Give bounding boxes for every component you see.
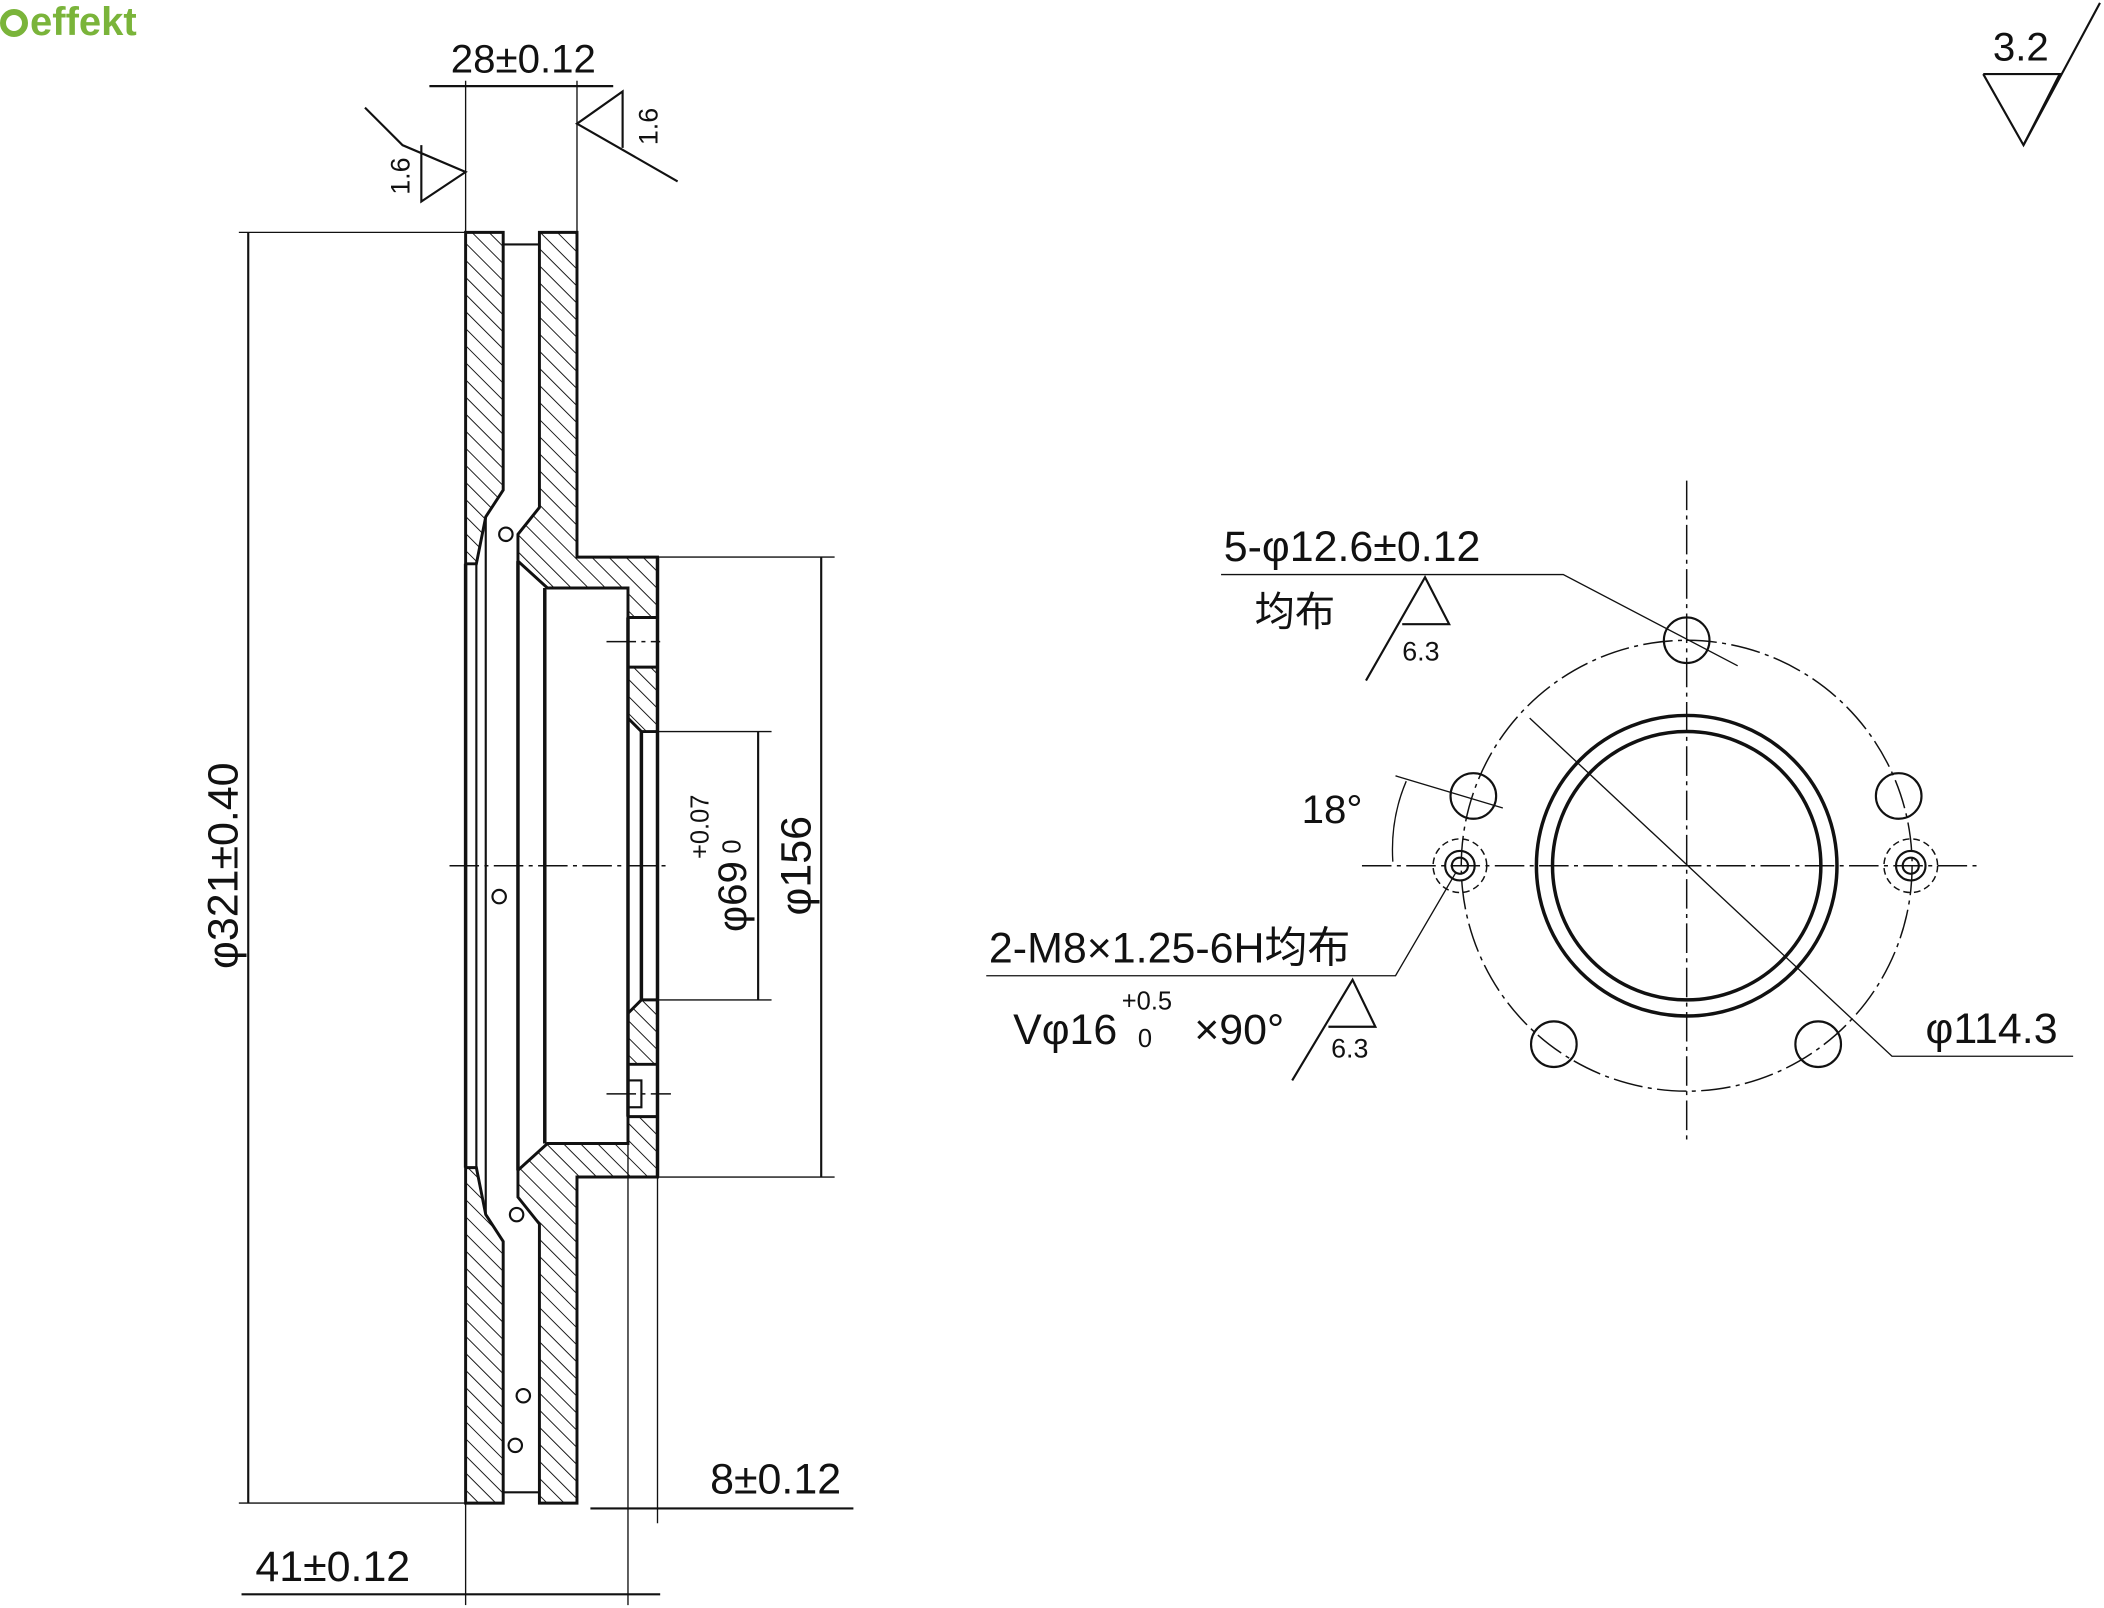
hub-offset-dimension: 8±0.12 [710,1456,841,1504]
holes-note: 均布 [1255,590,1336,635]
thread-callout: 2-M8×1.25-6H均布 [989,924,1350,972]
hub-upper [516,230,659,619]
roughness-left: 1.6 [385,158,415,195]
outer-diameter-dimension: φ321±0.40 [200,762,248,969]
thread-roughness: 6.3 [1331,1034,1368,1064]
section-view: 28±0.12 1.6 1.6 φ321±0.40 φ156 φ69 +0.07… [200,37,854,1606]
general-roughness-value: 3.2 [1993,25,2049,70]
left-plate-lower [464,1166,505,1505]
bore-diameter-dimension: φ69 [710,861,755,932]
mounting-holes [1449,616,1923,1069]
holes-callout: 5-φ12.6±0.12 [1224,523,1481,571]
logo-text: effekt [30,0,137,44]
hub-lower [516,1115,659,1505]
pcd-dimension: φ114.3 [1926,1005,2058,1053]
logo-icon [0,8,28,37]
bore-circle [1550,729,1823,1002]
roughness-right: 1.6 [634,108,664,145]
overall-height-dimension: 41±0.12 [255,1543,410,1591]
angle-dimension: 18° [1302,787,1363,832]
hub-outer-circle [1534,713,1839,1018]
pitch-circle [1460,639,1913,1092]
bore-tolerance-upper: +0.07 [686,795,714,859]
countersink-tol-upper: +0.5 [1122,987,1172,1015]
bore-tolerance-lower: 0 [719,839,747,853]
holes-roughness: 6.3 [1402,636,1439,666]
countersink-tol-lower: 0 [1138,1025,1152,1053]
bore-wall-upper [626,665,659,734]
countersink-diameter: Vφ16 [1013,1006,1117,1054]
plan-view: 5-φ12.6±0.12 均布 6.3 18° 2-M8×1.25-6H均布 V… [986,480,2074,1144]
bore-wall-lower [626,998,659,1066]
countersink-angle: ×90° [1194,1006,1284,1054]
left-plate-upper [464,230,505,566]
threaded-holes [1432,838,1939,894]
width-dimension: 28±0.12 [451,37,596,82]
logo: effekt [0,0,137,45]
general-roughness-symbol: 3.2 [1982,2,2101,148]
hub-diameter-dimension: φ156 [772,816,820,915]
